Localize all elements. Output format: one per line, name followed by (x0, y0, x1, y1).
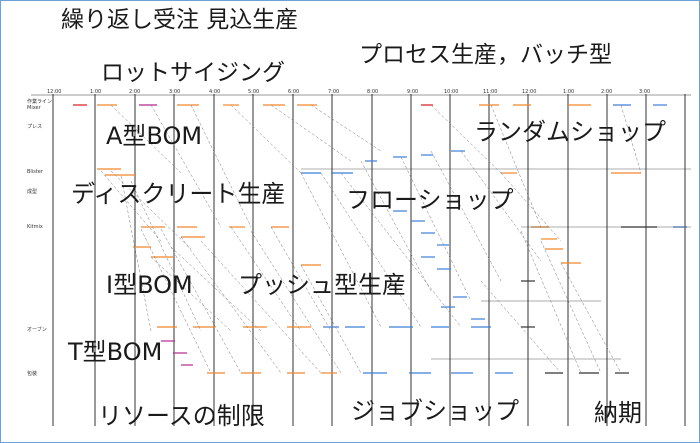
dependency-link (430, 104, 502, 174)
label-job-shop: ジョブショップ (351, 397, 519, 425)
time-tick: 12:00 (522, 89, 537, 95)
dependency-link (130, 180, 202, 332)
label-resource-limit: リソースの制限 (98, 402, 265, 430)
dependency-link (180, 236, 282, 374)
dependency-link (110, 170, 192, 250)
time-tick: 1:00 (563, 89, 575, 95)
dependency-link (100, 170, 162, 242)
dependency-link (340, 172, 462, 328)
dependency-link (480, 280, 562, 374)
time-tick: 3:00 (639, 89, 651, 95)
dependency-link (200, 240, 322, 374)
dependency-link (150, 104, 222, 228)
dependency-link (520, 230, 582, 374)
time-tick: 6:00 (288, 89, 300, 95)
dependency-link (320, 172, 422, 328)
label-random-shop: ランダムショップ (474, 118, 666, 146)
dependency-link (160, 228, 242, 374)
dependency-link (120, 175, 152, 332)
dependency-link (310, 104, 382, 152)
dependency-link (430, 150, 502, 282)
time-tick: 7:00 (328, 89, 340, 95)
label-flow-shop: フローショップ (346, 186, 514, 214)
time-tick: 1:00 (90, 89, 102, 95)
label-push-production: プッシュ型生産 (238, 271, 406, 299)
label-t-bom: T型BOM (68, 338, 163, 366)
row-label: Mixer (27, 105, 41, 111)
row-label: Kitmix (27, 224, 43, 230)
row-label: Blister (27, 169, 43, 175)
label-process-batch: プロセス生産，バッチ型 (359, 42, 612, 68)
label-delivery-date: 納期 (594, 399, 642, 427)
time-tick: 8:00 (367, 89, 379, 95)
time-tick: 2:00 (129, 89, 141, 95)
time-tick: 12:00 (47, 89, 62, 95)
label-i-bom: I型BOM (106, 271, 193, 299)
time-tick: 5:00 (248, 89, 260, 95)
dependency-link (300, 264, 362, 374)
label-lot-sizing: ロットサイジング (101, 60, 285, 86)
dependency-link (270, 104, 352, 162)
dependency-link (490, 104, 542, 228)
label-repeat-order: 繰り返し受注 見込生産 (61, 7, 299, 33)
dependency-link (460, 150, 542, 262)
row-label: 包装 (27, 371, 38, 377)
dependency-link (270, 226, 332, 332)
time-tick: 2:00 (601, 89, 613, 95)
dependency-link (620, 104, 642, 174)
row-label: プレス (27, 124, 43, 130)
dependency-link (190, 104, 252, 228)
time-tick: 11:00 (483, 89, 498, 95)
label-discrete: ディスクリート生産 (71, 180, 286, 208)
dependency-link (250, 230, 342, 374)
dependency-link (230, 104, 302, 174)
dependency-link (150, 256, 232, 332)
label-a-bom: A型BOM (106, 122, 203, 150)
dependency-link (400, 156, 472, 302)
dependency-link (560, 262, 622, 374)
dependency-link (110, 104, 182, 174)
time-tick: 10:00 (444, 89, 459, 95)
row-label: 成型 (27, 189, 38, 195)
dependency-link (230, 226, 302, 332)
dependency-link (300, 172, 382, 328)
dependency-link (540, 240, 602, 374)
dependency-link (170, 246, 262, 332)
time-tick: 9:00 (407, 89, 419, 95)
row-label: 作業ライン (27, 99, 53, 105)
time-tick: 4:00 (209, 89, 221, 95)
row-label: オーブン (27, 327, 47, 333)
dependency-link (500, 172, 562, 242)
dependency-link (140, 228, 212, 374)
time-tick: 3:00 (169, 89, 181, 95)
